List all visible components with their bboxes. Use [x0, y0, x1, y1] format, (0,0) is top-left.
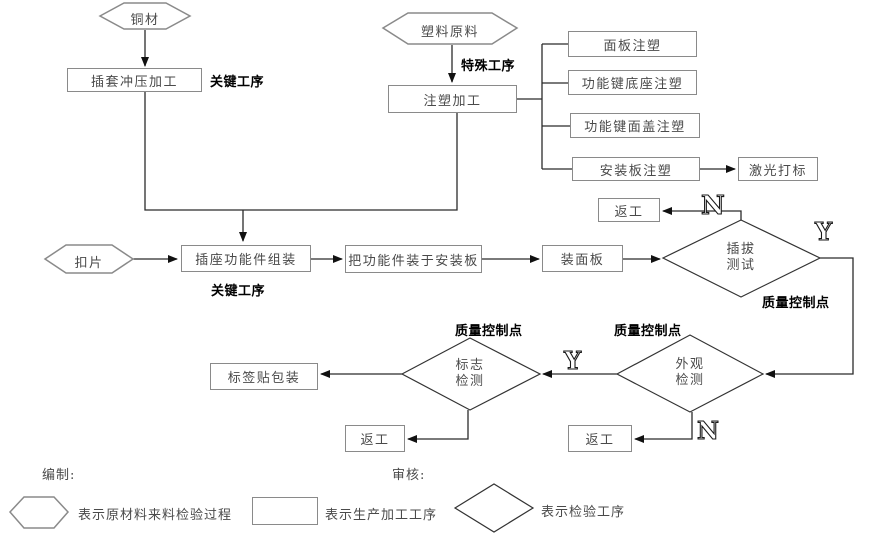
node-mount-functional: 把功能件装于安装板: [345, 245, 482, 273]
node-key-base-injection: 功能键底座注塑: [568, 70, 697, 95]
node-plug-test-line1: 插拔: [726, 242, 756, 257]
copper-hexagon: [98, 2, 192, 30]
connector-plugtest-no-to-rework: [662, 207, 742, 220]
node-rework-top-label: 返工: [614, 204, 644, 220]
node-socket-assembly-label: 插座功能件组装: [195, 253, 297, 268]
reviewed-by-label: 审核:: [392, 468, 426, 483]
plug-test-yes-label: Y: [814, 217, 833, 246]
node-mount-panel-label: 装面板: [560, 253, 605, 268]
annotation-key-process-top: 关键工序: [210, 75, 265, 90]
appearance-no-label: N: [697, 416, 719, 445]
mark-test-diamond: [400, 337, 542, 411]
node-mount-board-injection-label: 安装板注塑: [599, 163, 673, 179]
node-socket-assembly: 插座功能件组装: [181, 245, 311, 272]
node-key-base-injection-label: 功能键底座注塑: [581, 77, 684, 92]
connector-appearance-no-to-rework: [634, 412, 693, 443]
legend-diamond-label: 表示检验工序: [541, 505, 626, 520]
legend-hexagon: [8, 496, 70, 529]
node-plug-test-line2: 测试: [726, 258, 756, 273]
node-key-cover-injection: 功能键面盖注塑: [570, 113, 700, 138]
plastic-hexagon: [381, 12, 519, 45]
node-panel-injection-label: 面板注塑: [603, 38, 662, 54]
annotation-qc-plug-test: 质量控制点: [762, 296, 830, 311]
clip-hexagon: [43, 244, 135, 274]
node-rework-left-label: 返工: [360, 433, 390, 448]
node-sleeve-stamping-label: 插套冲压加工: [90, 74, 178, 90]
node-label-packing-label: 标签贴包装: [227, 371, 301, 386]
annotation-special-process: 特殊工序: [461, 59, 516, 74]
node-injection: 注塑加工: [388, 85, 517, 113]
node-label-packing: 标签贴包装: [210, 363, 318, 390]
appearance-test-diamond: [615, 334, 765, 413]
plug-test-no-label: N: [701, 191, 725, 221]
legend-rectangle: [252, 497, 318, 525]
connector-plugtest-yes-to-appearance: [765, 257, 854, 378]
node-key-cover-injection-label: 功能键面盖注塑: [584, 120, 686, 135]
node-mark-test-line1: 标志: [455, 358, 485, 373]
annotation-qc-appearance-test: 质量控制点: [614, 324, 682, 339]
plug-test-diamond: [661, 219, 822, 298]
node-mount-functional-label: 把功能件装于安装板: [348, 253, 479, 269]
node-appearance-test-label: 外观 检测: [650, 357, 730, 389]
node-copper-label: 铜材: [130, 13, 160, 28]
node-clip-label: 扣片: [74, 256, 104, 271]
annotation-key-process-mid: 关键工序: [211, 284, 266, 299]
node-rework-right: 返工: [568, 425, 632, 452]
node-appearance-test-line2: 检测: [675, 373, 705, 388]
legend-hexagon-label: 表示原材料来料检验过程: [78, 508, 233, 523]
node-mount-board-injection: 安装板注塑: [572, 157, 700, 181]
node-mount-panel: 装面板: [542, 245, 623, 272]
node-mark-test-label: 标志 检测: [430, 358, 510, 390]
node-plug-test-label: 插拔 测试: [701, 242, 781, 274]
node-laser-marking: 激光打标: [738, 157, 818, 181]
legend-diamond: [453, 483, 535, 533]
node-sleeve-stamping: 插套冲压加工: [67, 68, 202, 92]
node-appearance-test-line1: 外观: [675, 357, 705, 372]
annotation-qc-mark-test: 质量控制点: [455, 324, 523, 339]
connector-merge-bus: [144, 92, 458, 211]
node-rework-left: 返工: [345, 425, 405, 452]
connector-marktest-no-to-rework: [407, 410, 469, 443]
appearance-yes-label: Y: [563, 346, 582, 375]
node-rework-top: 返工: [598, 198, 660, 222]
node-injection-label: 注塑加工: [423, 93, 482, 109]
node-plastic-label: 塑料原料: [420, 25, 479, 40]
node-mark-test-line2: 检测: [455, 374, 485, 389]
prepared-by-label: 编制:: [42, 468, 76, 483]
node-panel-injection: 面板注塑: [568, 31, 697, 57]
node-laser-marking-label: 激光打标: [748, 163, 807, 179]
legend-rectangle-label: 表示生产加工工序: [325, 508, 438, 523]
node-rework-right-label: 返工: [585, 433, 615, 448]
